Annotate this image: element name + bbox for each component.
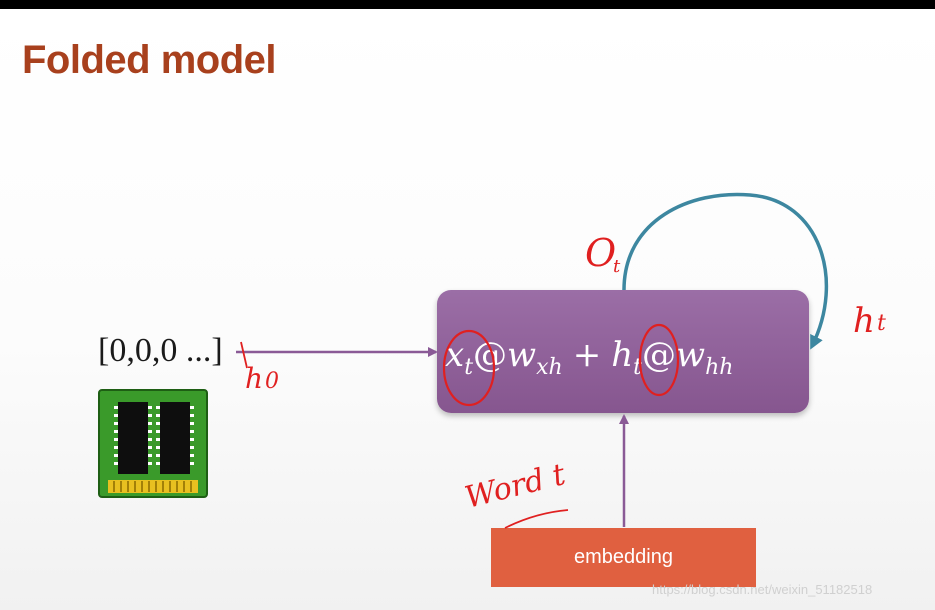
embedding-box: embedding xyxy=(491,528,756,587)
formula-w2-sub: hh xyxy=(705,355,734,380)
formula-h: h xyxy=(611,335,634,375)
top-black-bar xyxy=(0,0,935,9)
rnn-formula: xt@wxh+ht@whh xyxy=(445,325,805,385)
formula-at-1: @ xyxy=(473,335,508,375)
formula-x-sub: t xyxy=(464,355,474,380)
formula-w2: w xyxy=(675,335,706,375)
embedding-label: embedding xyxy=(574,546,673,568)
initial-state-label: [0,0,0 ...] xyxy=(98,332,223,369)
watermark: https://blog.csdn.net/weixin_51182518 xyxy=(652,582,873,597)
formula-w1-sub: xh xyxy=(536,355,563,380)
formula-h-sub: t xyxy=(633,355,642,380)
formula-w1: w xyxy=(507,335,537,375)
slide-title: Folded model xyxy=(22,38,277,82)
formula-plus: + xyxy=(572,335,602,375)
formula-x: x xyxy=(445,335,465,375)
formula-at-2: @ xyxy=(641,335,676,375)
